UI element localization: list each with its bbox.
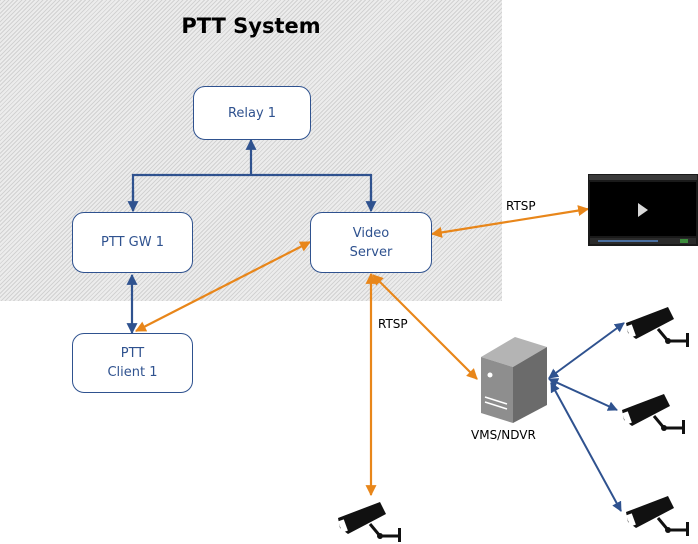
region-title: PTT System: [181, 14, 321, 38]
node-ptt-gw-1[interactable]: PTT GW 1: [72, 212, 193, 273]
relay-bus-connector: [127, 138, 377, 213]
play-icon: [638, 203, 648, 217]
vms-label: VMS/NDVR: [471, 428, 536, 442]
node-ptt-client-1[interactable]: PTT Client 1: [72, 333, 193, 393]
rtsp-label-player: RTSP: [506, 199, 536, 213]
server-tower-icon: [481, 337, 547, 423]
node-relay-1[interactable]: Relay 1: [193, 86, 311, 140]
cctv-camera-icon: [622, 394, 685, 434]
client-videoserver-connector: [135, 241, 311, 332]
bus-line: [131, 173, 373, 210]
videoserver-vms-connector: [372, 274, 478, 380]
vms-camera1-connector: [548, 322, 625, 379]
videoserver-player-connector: [430, 205, 590, 238]
node-relay-1-label: Relay 1: [227, 105, 277, 121]
node-video-server-label: Video Server: [349, 225, 393, 260]
node-ptt-gw-1-label: PTT GW 1: [101, 235, 164, 250]
vms-camera2-connector: [548, 378, 618, 411]
cctv-camera-icon: [626, 496, 689, 536]
node-video-server[interactable]: Video Server: [310, 212, 432, 273]
rtsp-label-camera: RTSP: [378, 317, 408, 331]
video-player-icon: [588, 174, 698, 246]
cctv-camera-icon: [626, 307, 689, 347]
cctv-camera-icon: [338, 502, 401, 542]
vms-camera3-connector: [550, 382, 622, 512]
node-ptt-client-1-label: PTT Client 1: [107, 346, 158, 380]
